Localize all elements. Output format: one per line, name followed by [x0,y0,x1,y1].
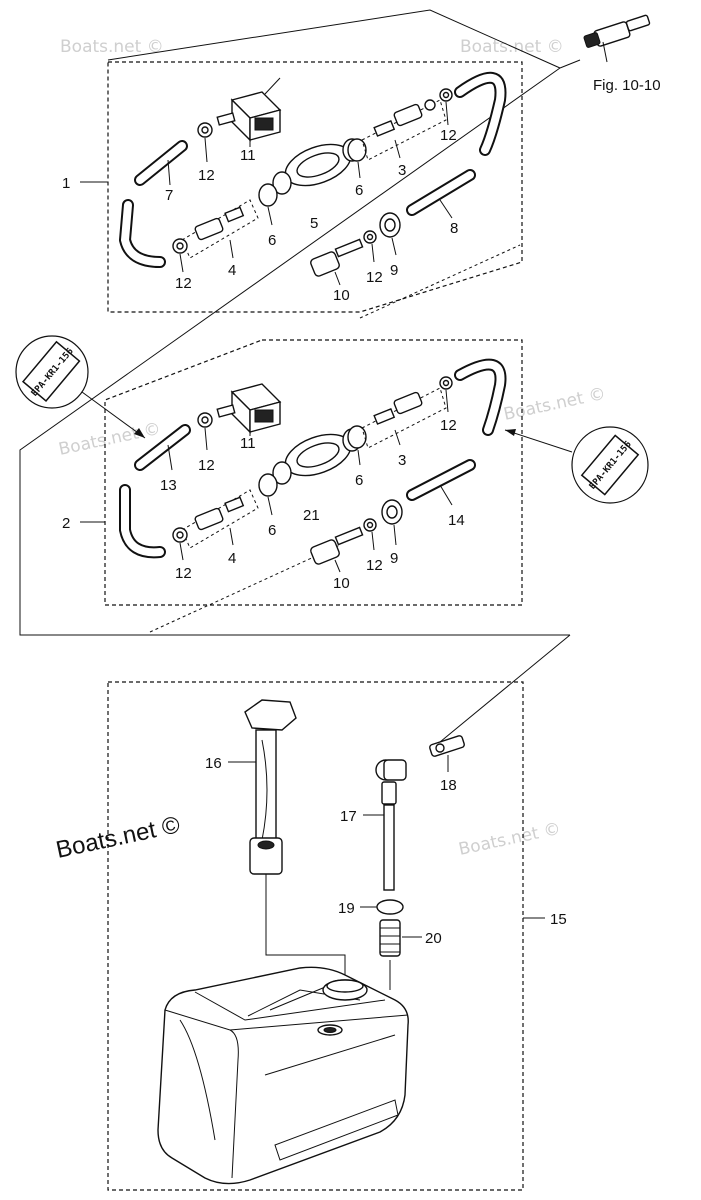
watermark-mid-right: Boats.net © [502,384,608,425]
callout-12e: 12 [198,457,215,474]
assembly-1-box [107,61,523,313]
primer-11 [216,77,282,142]
callout-15: 15 [550,911,567,928]
fuel-tank [157,966,409,1185]
watermark-main: Boats.net © [54,811,183,864]
frame-lines [19,9,581,743]
fuel-elbow-17 [375,759,407,891]
connector-4 [181,199,259,259]
fig-ref-label: Fig. 10-10 [593,77,661,94]
callout-12b: 12 [440,127,457,144]
callout-12c: 12 [175,275,192,292]
callout-3b: 3 [398,452,406,469]
primer-bulb-5 [272,138,362,195]
callout-12a: 12 [198,167,215,184]
callout-6a: 6 [355,182,363,199]
callout-17: 17 [340,808,357,825]
callout-9: 9 [390,262,398,279]
callout-10b: 10 [333,575,350,592]
callout-6d: 6 [268,522,276,539]
callout-10: 10 [333,287,350,304]
callout-13: 13 [160,477,177,494]
fuel-gauge-16 [244,699,297,875]
fitting-18 [429,735,465,757]
epa-stamp-right: EPA-KR1-156 [504,426,649,504]
fitting-10-b [310,526,364,565]
callout-18: 18 [440,777,457,794]
callout-12h: 12 [366,557,383,574]
callout-8: 8 [450,220,458,237]
callout-20: 20 [425,930,442,947]
connector-3 [361,99,447,161]
watermark-top-left: Boats.net © [60,37,164,57]
callout-4: 4 [228,262,236,279]
callout-5: 5 [310,215,318,232]
epa-stamp-left: EPA-KR1-156 [15,335,146,439]
callout-11: 11 [240,147,256,164]
callout-12d: 12 [366,269,383,286]
fuel-connector-icon [583,14,651,63]
callout-9b: 9 [390,550,398,567]
primer-11-b [216,383,282,434]
tank-box [107,681,524,1191]
callout-4b: 4 [228,550,236,567]
callout-14: 14 [448,512,465,529]
fitting-10 [310,238,364,277]
fuel-filter-20 [379,919,401,957]
connector-3-b [361,387,447,449]
callout-assy-2: 2 [62,515,70,532]
fuel-line-assembly-2: 2 13 14 11 12 21 [62,339,523,606]
callout-11b: 11 [240,435,256,452]
callout-21: 21 [303,507,320,524]
callout-6c: 6 [355,472,363,489]
callout-19: 19 [338,900,355,917]
callout-7: 7 [165,187,173,204]
connector-4-b [181,489,259,549]
callout-12g: 12 [175,565,192,582]
fuel-line-assembly-1: 1 7 8 11 12 5 [62,61,523,313]
callout-16: 16 [205,755,222,772]
fuel-tank-assembly: 15 16 17 18 19 [107,681,567,1191]
callout-12f: 12 [440,417,457,434]
callout-3: 3 [398,162,406,179]
callout-assy-1: 1 [62,175,70,192]
fig-10-10-ref: Fig. 10-10 [583,14,661,94]
watermark-lower-right: Boats.net © [457,819,563,860]
callout-6b: 6 [268,232,276,249]
